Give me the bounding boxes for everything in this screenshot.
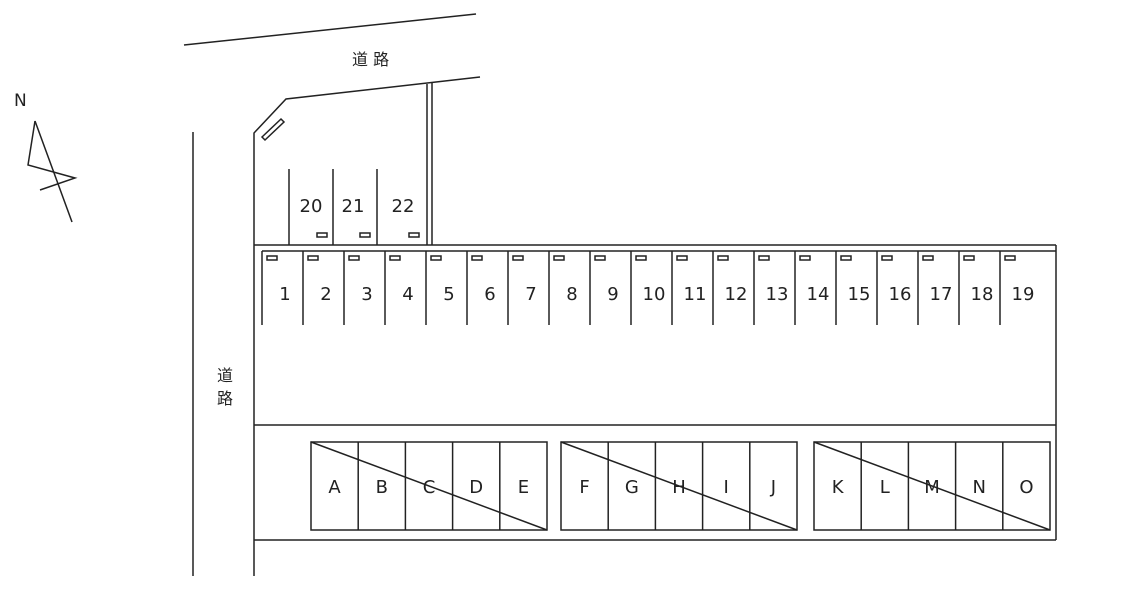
- slot-label-3: 3: [361, 284, 372, 305]
- block-1: A B C D E: [310, 441, 548, 531]
- block-2: F G H I J: [560, 441, 798, 531]
- slot-label-22: 22: [392, 196, 415, 217]
- road-top-edge: [183, 13, 477, 46]
- slot-label-A: A: [328, 477, 341, 498]
- wheel-stop-icon: [758, 255, 770, 261]
- slot-label-12: 12: [725, 284, 748, 305]
- wheel-stop-icon: [266, 255, 278, 261]
- slot-label-6: 6: [484, 284, 495, 305]
- wheel-stop-icon: [1004, 255, 1016, 261]
- lot-boundary: [253, 76, 1057, 576]
- slot-label-10: 10: [643, 284, 666, 305]
- wheel-stop-icon: [717, 255, 729, 261]
- slot-label-I: I: [724, 477, 729, 498]
- slot-label-5: 5: [443, 284, 454, 305]
- slot-label-C: C: [423, 477, 436, 498]
- wheel-stop-icon: [799, 255, 811, 261]
- road-left-label-1: 道: [217, 366, 233, 385]
- slot-label-G: G: [625, 477, 639, 498]
- north-arrow-shaft: [34, 120, 73, 223]
- wheel-stop-icon: [922, 255, 934, 261]
- wheel-stop-icon: [512, 255, 524, 261]
- wheel-stop-icon: [594, 255, 606, 261]
- slot-label-11: 11: [684, 284, 707, 305]
- block-outline: [310, 441, 548, 531]
- slot-label-13: 13: [766, 284, 789, 305]
- slot-label-D: D: [469, 477, 483, 498]
- slot-label-F: F: [579, 477, 589, 498]
- wheel-stop-icon: [316, 232, 328, 238]
- road-left-label-2: 路: [217, 389, 233, 408]
- wheel-stop-icon: [553, 255, 565, 261]
- wheel-stop-icon: [430, 255, 442, 261]
- road-top-label: 道 路: [352, 50, 389, 69]
- wheel-stop-icon: [389, 255, 401, 261]
- wheel-stop-icon: [635, 255, 647, 261]
- slot-label-O: O: [1019, 477, 1033, 498]
- unavailable-diagonal: [310, 441, 548, 531]
- slot-label-9: 9: [607, 284, 618, 305]
- slot-label-L: L: [880, 477, 890, 498]
- slot-label-20: 20: [300, 196, 323, 217]
- north-label: N: [14, 91, 27, 111]
- wheel-stop-icon: [348, 255, 360, 261]
- slot-label-19: 19: [1012, 284, 1035, 305]
- wheel-stop-icon: [881, 255, 893, 261]
- slot-label-1: 1: [279, 284, 290, 305]
- slot-label-16: 16: [889, 284, 912, 305]
- slot-label-B: B: [376, 477, 388, 498]
- slot-label-M: M: [924, 477, 940, 498]
- slot-label-J: J: [770, 477, 776, 498]
- slot-label-2: 2: [320, 284, 331, 305]
- slot-label-8: 8: [566, 284, 577, 305]
- wheel-stop-icon: [307, 255, 319, 261]
- slot-label-E: E: [518, 477, 529, 498]
- unavailable-diagonal: [813, 441, 1051, 531]
- wheel-stop-icon: [963, 255, 975, 261]
- slot-label-17: 17: [930, 284, 953, 305]
- wheel-stop-icon: [359, 232, 371, 238]
- north-arrow-head: [27, 120, 78, 191]
- slot-label-N: N: [972, 477, 985, 498]
- upper-slots: 20 21 22: [288, 169, 420, 245]
- wheel-stop-icon: [840, 255, 852, 261]
- slot-label-18: 18: [971, 284, 994, 305]
- wheel-stop-icon: [471, 255, 483, 261]
- slot-label-K: K: [832, 477, 845, 498]
- slot-label-7: 7: [525, 284, 536, 305]
- block-outline: [560, 441, 798, 531]
- slot-label-4: 4: [402, 284, 413, 305]
- wheel-stop-icon: [676, 255, 688, 261]
- slot-label-15: 15: [848, 284, 871, 305]
- slot-label-21: 21: [342, 196, 365, 217]
- north-arrow: N: [14, 91, 78, 223]
- block-3: K L M N O: [813, 441, 1051, 531]
- slot-label-14: 14: [807, 284, 830, 305]
- block-outline: [813, 441, 1051, 531]
- slot-label-H: H: [672, 477, 686, 498]
- bottom-blocks: A B C D E F G H I J K L M N O: [310, 441, 1051, 531]
- unavailable-diagonal: [560, 441, 798, 531]
- wheel-stop-icon: [408, 232, 420, 238]
